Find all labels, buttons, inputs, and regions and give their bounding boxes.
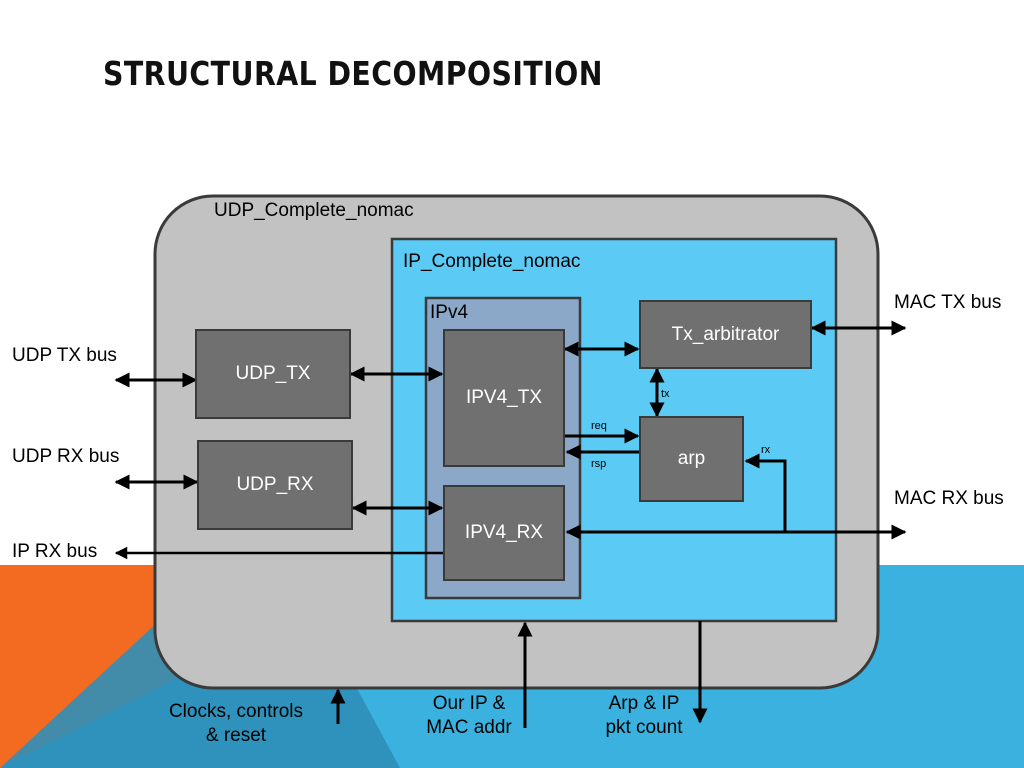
udp-tx-module: UDP_TX	[195, 329, 351, 419]
udp-rx-bus-label: UDP RX bus	[12, 446, 120, 467]
udp-complete-label: UDP_Complete_nomac	[214, 200, 414, 221]
req-signal-label: req	[591, 420, 607, 432]
arp-module: arp	[639, 416, 744, 502]
arp-count-label-line2: pkt count	[605, 716, 683, 738]
our-ip-label-line1: Our IP &	[432, 693, 506, 714]
mac-rx-bus-label: MAC RX bus	[894, 488, 1004, 509]
rx-signal-label: rx	[761, 444, 771, 456]
our-ip-label-line2: MAC addr	[426, 716, 512, 738]
ip-complete-label: IP_Complete_nomac	[403, 251, 581, 272]
ipv4-label: IPv4	[430, 302, 469, 323]
arp-count-label-line1: Arp & IP	[608, 693, 680, 714]
ipv4-rx-module: IPV4_RX	[443, 485, 565, 581]
page-title: STRUCTURAL DECOMPOSITION	[103, 54, 603, 93]
ip-rx-bus-label: IP RX bus	[12, 541, 98, 562]
ipv4-tx-module: IPV4_TX	[443, 329, 565, 467]
tx-signal-label: tx	[661, 388, 670, 400]
our-ip-label: Our IP & MAC addr	[405, 693, 533, 739]
clocks-label-line2: & reset	[205, 724, 267, 746]
udp-tx-bus-label: UDP TX bus	[12, 345, 117, 366]
clocks-label: Clocks, controls & reset	[146, 701, 326, 747]
mac-tx-bus-label: MAC TX bus	[894, 292, 1002, 313]
rsp-signal-label: rsp	[591, 458, 607, 470]
clocks-label-line1: Clocks, controls	[168, 701, 304, 722]
udp-rx-module: UDP_RX	[197, 440, 353, 530]
tx-arbitrator-module: Tx_arbitrator	[639, 300, 812, 369]
arp-count-label: Arp & IP pkt count	[583, 693, 705, 739]
rx-branch-arrow	[744, 453, 787, 532]
